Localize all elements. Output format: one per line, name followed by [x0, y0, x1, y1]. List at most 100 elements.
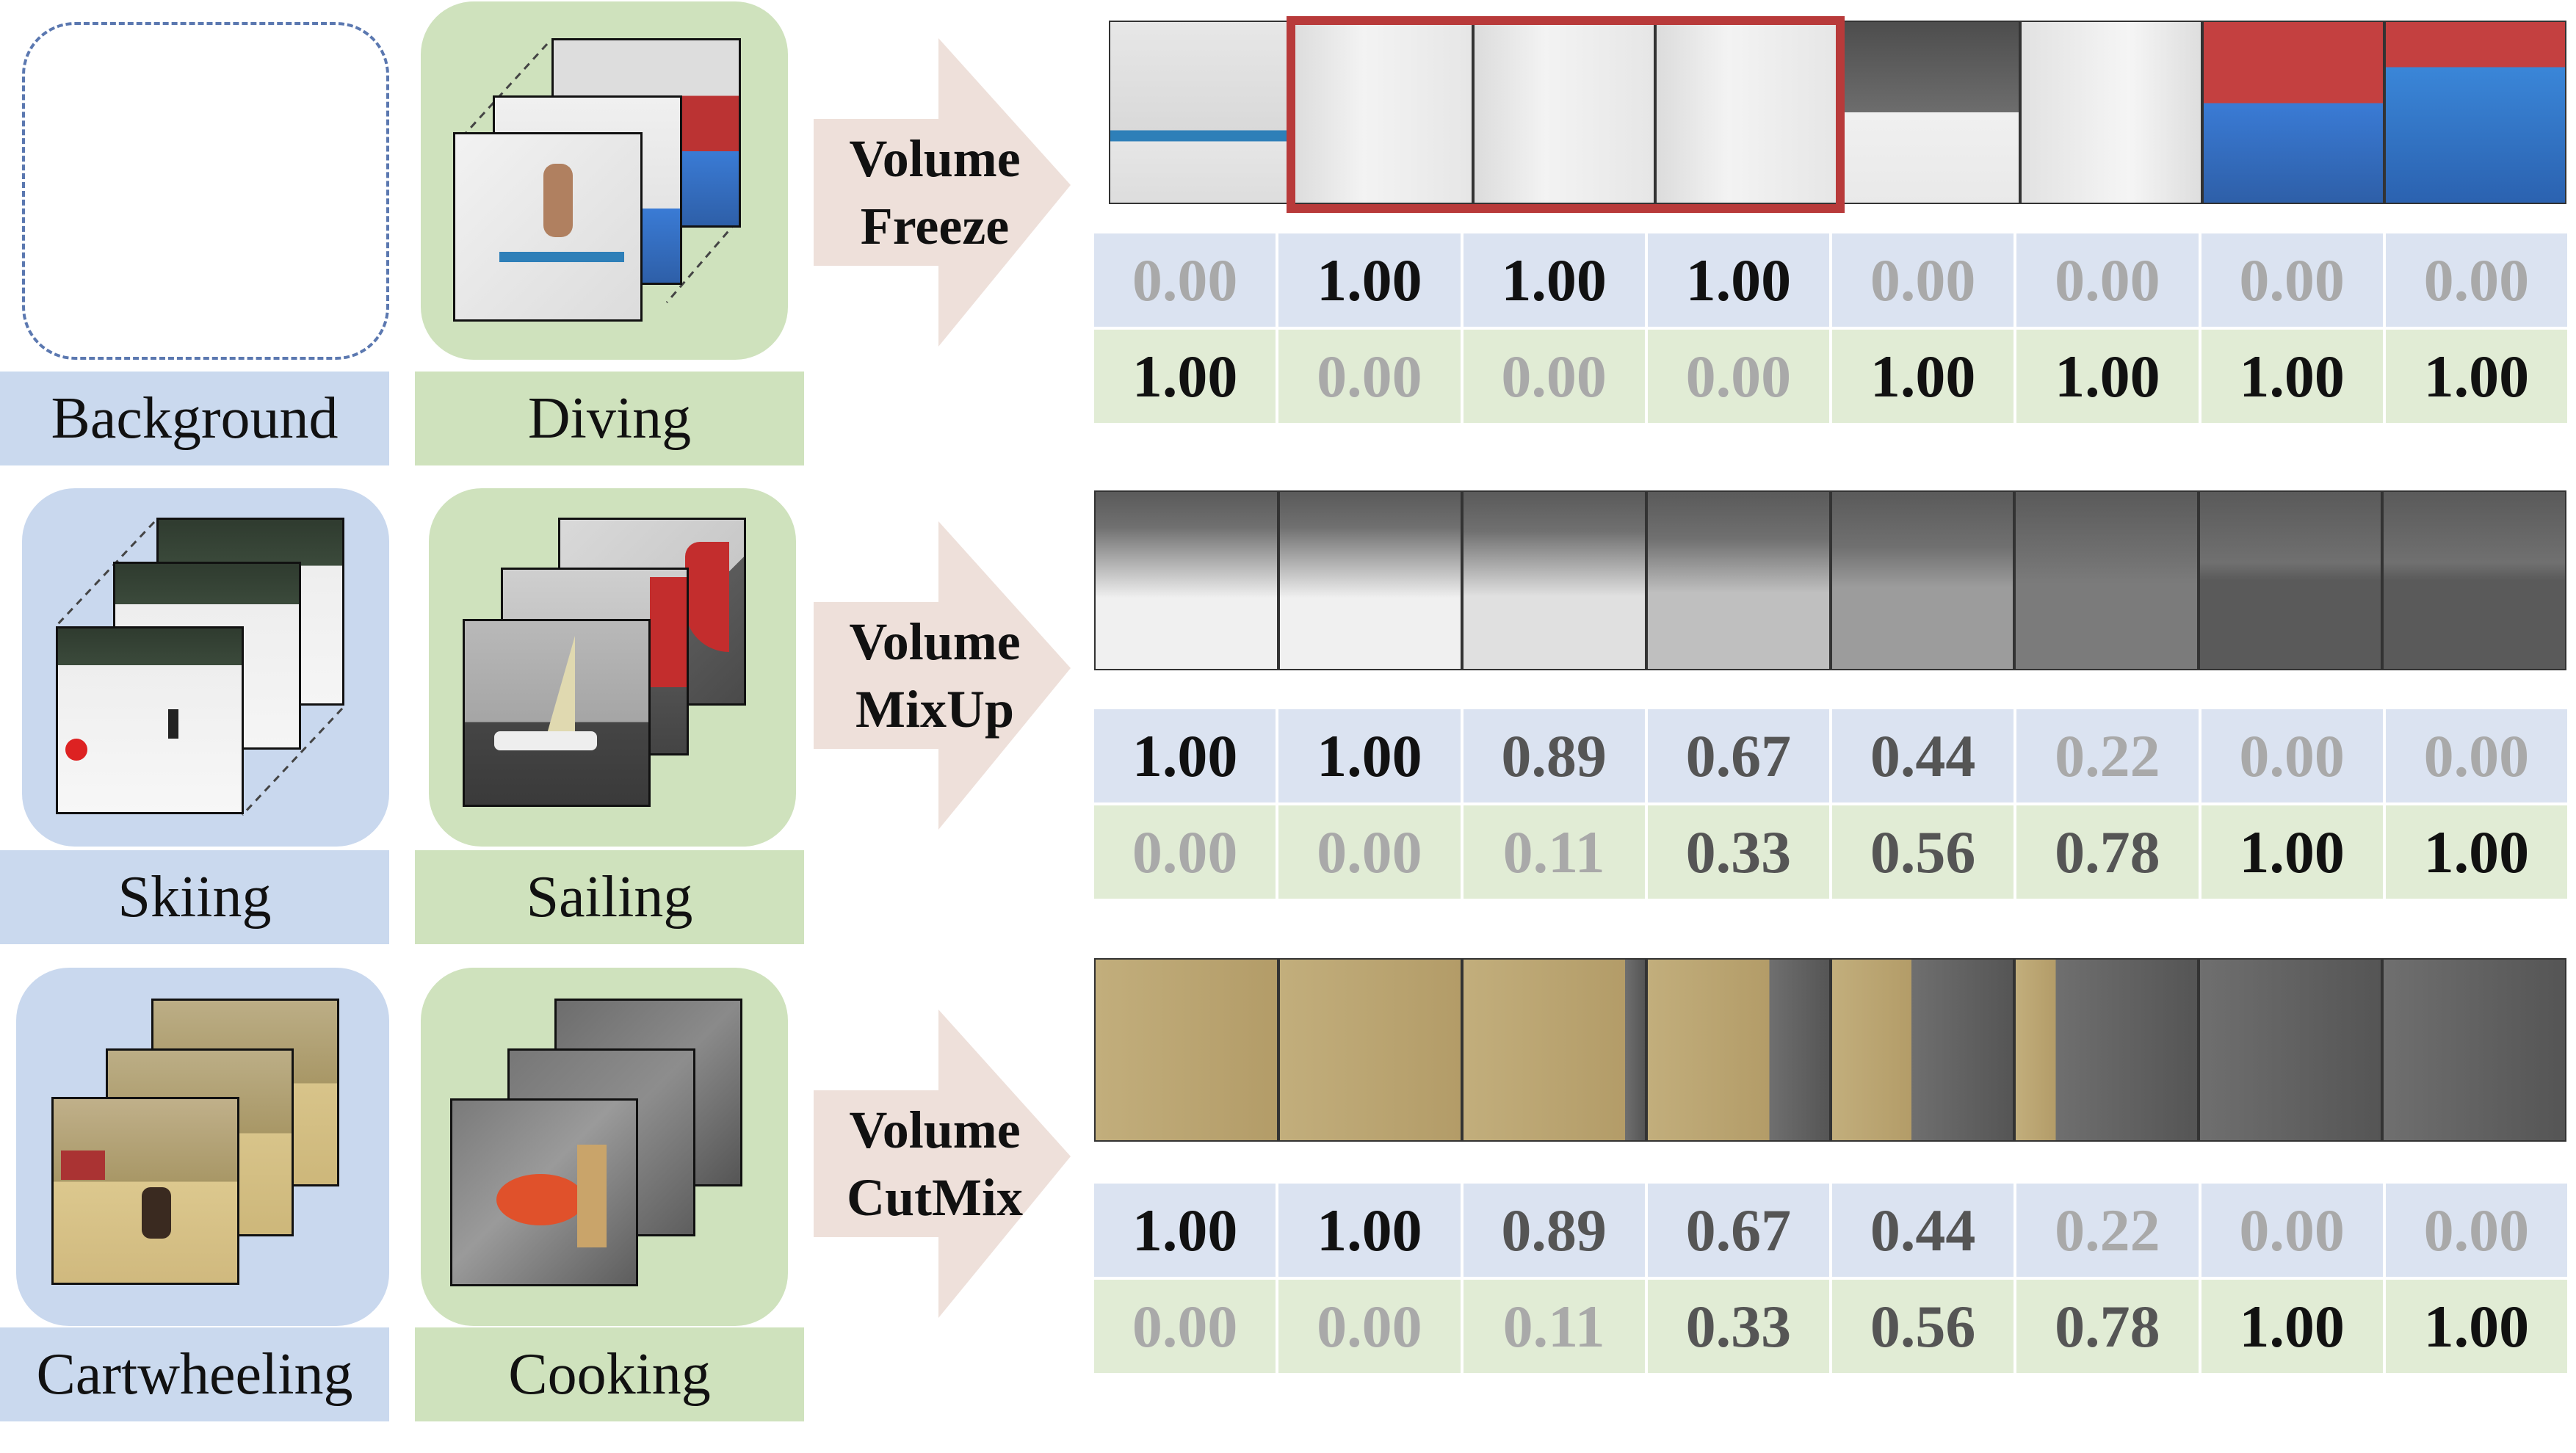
- volume-mixup-line1: Volume: [849, 612, 1021, 671]
- volume-cutmix-frame-strip: [1094, 958, 2566, 1142]
- video-frame: [1109, 21, 1292, 204]
- skiing-frame-front: [56, 626, 244, 814]
- label-cell: 0.00: [2201, 233, 2383, 327]
- label-cell: 1.00: [2016, 330, 2199, 423]
- volume-mixup-frame-strip: [1094, 490, 2566, 670]
- label-cell: 0.00: [1647, 330, 1829, 423]
- label-cell: 1.00: [2201, 805, 2383, 899]
- label-cell: 0.89: [1463, 1184, 1645, 1277]
- volume-mixup-label: Volume MixUp: [814, 602, 1056, 749]
- volume-cutmix-line2: CutMix: [847, 1168, 1023, 1227]
- video-frame: [1462, 490, 1646, 670]
- label-cell: 0.67: [1647, 1184, 1829, 1277]
- label-cell: 0.11: [1463, 805, 1645, 899]
- label-cell: 1.00: [1278, 233, 1461, 327]
- video-frame: [2014, 958, 2199, 1142]
- sailing-label: Sailing: [415, 850, 804, 944]
- video-frame: [2384, 21, 2566, 204]
- label-cell: 0.56: [1832, 1280, 2014, 1373]
- label-cell: 0.00: [2201, 709, 2383, 802]
- arrow-volume-cutmix: [814, 1010, 1078, 1318]
- label-cell: 1.00: [1278, 709, 1461, 802]
- diving-clip-panel: [421, 1, 788, 360]
- video-frame: [2382, 490, 2566, 670]
- volume-freeze-line2: Freeze: [860, 197, 1010, 256]
- label-cell: 0.67: [1647, 709, 1829, 802]
- label-cell: 0.00: [1278, 1280, 1461, 1373]
- video-frame: [1646, 490, 1831, 670]
- volume-freeze-label: Volume Freeze: [814, 119, 1056, 266]
- label-cell: 0.00: [1094, 233, 1276, 327]
- diving-stack-lines: [460, 43, 738, 303]
- background-clip-panel: [22, 22, 389, 360]
- cartwheeling-frame-front: [51, 1097, 239, 1285]
- label-cell: 1.00: [1094, 330, 1276, 423]
- arrow-volume-mixup: [814, 521, 1078, 830]
- video-frame: [1473, 21, 1656, 204]
- label-cell: 0.00: [2385, 233, 2567, 327]
- label-cell: 0.00: [2201, 1184, 2383, 1277]
- volume-cutmix-line1: Volume: [849, 1101, 1021, 1159]
- label-cell: 1.00: [2385, 1280, 2567, 1373]
- label-cell: 0.00: [1832, 233, 2014, 327]
- label-cell: 1.00: [1094, 709, 1276, 802]
- label-cell: 0.00: [1094, 1280, 1276, 1373]
- label-cell: 1.00: [2201, 1280, 2383, 1373]
- label-cell: 0.33: [1647, 805, 1829, 899]
- video-frame: [2019, 21, 2202, 204]
- video-frame: [1830, 958, 2015, 1142]
- video-frame: [1291, 21, 1474, 204]
- label-cell: 0.00: [2385, 1184, 2567, 1277]
- cartwheeling-clip-panel: [16, 968, 389, 1326]
- video-frame: [1094, 490, 1278, 670]
- skiing-label: Skiing: [0, 850, 389, 944]
- label-cell: 1.00: [1278, 1184, 1461, 1277]
- cooking-label: Cooking: [415, 1327, 804, 1421]
- label-cell: 0.78: [2016, 1280, 2199, 1373]
- label-cell: 1.00: [1832, 330, 2014, 423]
- video-frame: [1837, 21, 2020, 204]
- video-frame: [2014, 490, 2199, 670]
- diving-frame-front: [453, 132, 643, 322]
- label-cell: 0.78: [2016, 805, 2199, 899]
- volume-cutmix-label: Volume CutMix: [814, 1090, 1056, 1237]
- label-cell: 0.00: [1463, 330, 1645, 423]
- cartwheeling-label: Cartwheeling: [0, 1327, 389, 1421]
- video-frame: [1646, 958, 1831, 1142]
- video-frame: [1462, 958, 1646, 1142]
- label-cell: 1.00: [2385, 805, 2567, 899]
- label-cell: 1.00: [2385, 330, 2567, 423]
- background-label: Background: [0, 372, 389, 465]
- label-cell: 0.44: [1832, 1184, 2014, 1277]
- label-cell: 0.22: [2016, 1184, 2199, 1277]
- label-cell: 0.00: [2016, 233, 2199, 327]
- video-frame: [1094, 958, 1278, 1142]
- volume-freeze-line1: Volume: [849, 129, 1021, 188]
- label-cell: 0.33: [1647, 1280, 1829, 1373]
- sailing-clip-panel: [429, 488, 796, 847]
- video-frame: [1278, 958, 1463, 1142]
- video-frame: [2201, 21, 2384, 204]
- label-cell: 0.22: [2016, 709, 2199, 802]
- label-cell: 0.00: [2385, 709, 2567, 802]
- label-cell: 0.11: [1463, 1280, 1645, 1373]
- diving-label: Diving: [415, 372, 804, 465]
- label-cell: 1.00: [2201, 330, 2383, 423]
- video-frame: [2198, 958, 2383, 1142]
- volume-freeze-frame-strip: [1109, 21, 2566, 204]
- label-cell: 0.00: [1278, 805, 1461, 899]
- label-cell: 1.00: [1647, 233, 1829, 327]
- video-frame: [2198, 490, 2383, 670]
- sailing-frame-front: [463, 619, 651, 807]
- label-cell: 0.56: [1832, 805, 2014, 899]
- volume-mixup-line2: MixUp: [855, 680, 1014, 739]
- cooking-frame-front: [450, 1098, 638, 1286]
- label-cell: 0.00: [1278, 330, 1461, 423]
- cooking-clip-panel: [421, 968, 788, 1326]
- label-cell: 0.44: [1832, 709, 2014, 802]
- label-cell: 0.00: [1094, 805, 1276, 899]
- label-cell: 1.00: [1094, 1184, 1276, 1277]
